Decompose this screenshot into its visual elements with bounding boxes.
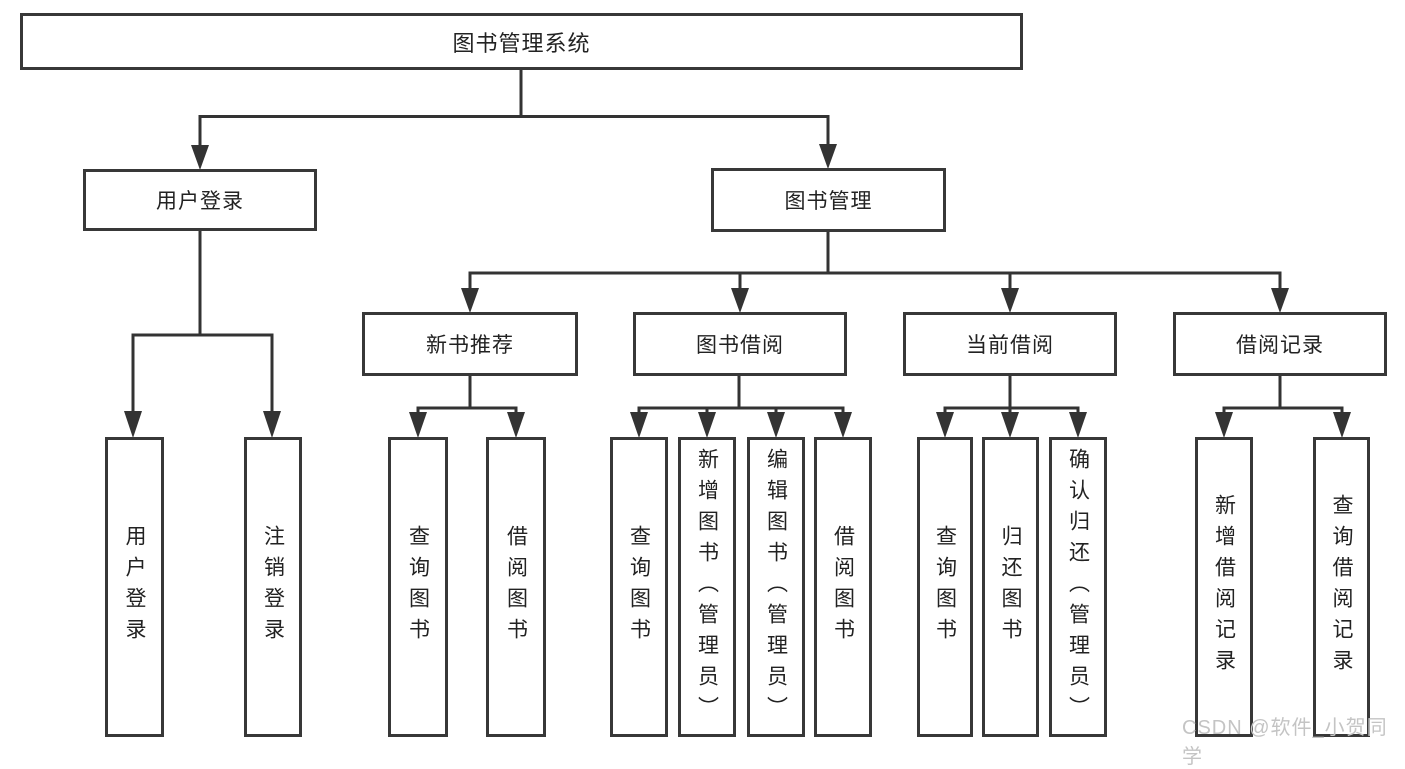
node-leaf-query-books-recommend: 查询图书 <box>388 437 448 737</box>
node-leaf-borrow-books: 借阅图书 <box>814 437 872 737</box>
node-borrow-records: 借阅记录 <box>1173 312 1387 376</box>
node-leaf-edit-book-admin: 编辑图书（管理员） <box>747 437 805 737</box>
node-current-borrow: 当前借阅 <box>903 312 1117 376</box>
node-root: 图书管理系统 <box>20 13 1023 70</box>
node-book-borrow: 图书借阅 <box>633 312 847 376</box>
connector-wires <box>124 70 1351 438</box>
node-leaf-logout: 注销登录 <box>244 437 302 737</box>
node-leaf-borrow-books-recommend: 借阅图书 <box>486 437 546 737</box>
node-leaf-return-book: 归还图书 <box>982 437 1039 737</box>
node-leaf-user-login: 用户登录 <box>105 437 164 737</box>
node-leaf-query-borrow-record: 查询借阅记录 <box>1313 437 1370 737</box>
node-new-book-recommend: 新书推荐 <box>362 312 578 376</box>
node-user-login: 用户登录 <box>83 169 317 231</box>
arrowheads <box>124 144 1351 438</box>
diagram-canvas: 图书管理系统 用户登录 图书管理 新书推荐 图书借阅 当前借阅 借阅记录 用户登… <box>20 13 1387 768</box>
node-book-management: 图书管理 <box>711 168 946 232</box>
node-leaf-confirm-return-admin: 确认归还（管理员） <box>1049 437 1107 737</box>
node-leaf-add-borrow-record: 新增借阅记录 <box>1195 437 1253 737</box>
node-leaf-query-books-current: 查询图书 <box>917 437 973 737</box>
node-leaf-query-books-borrow: 查询图书 <box>610 437 668 737</box>
csdn-watermark: CSDN @软件_小贺同学 <box>1182 717 1388 768</box>
node-leaf-add-book-admin: 新增图书（管理员） <box>678 437 736 737</box>
